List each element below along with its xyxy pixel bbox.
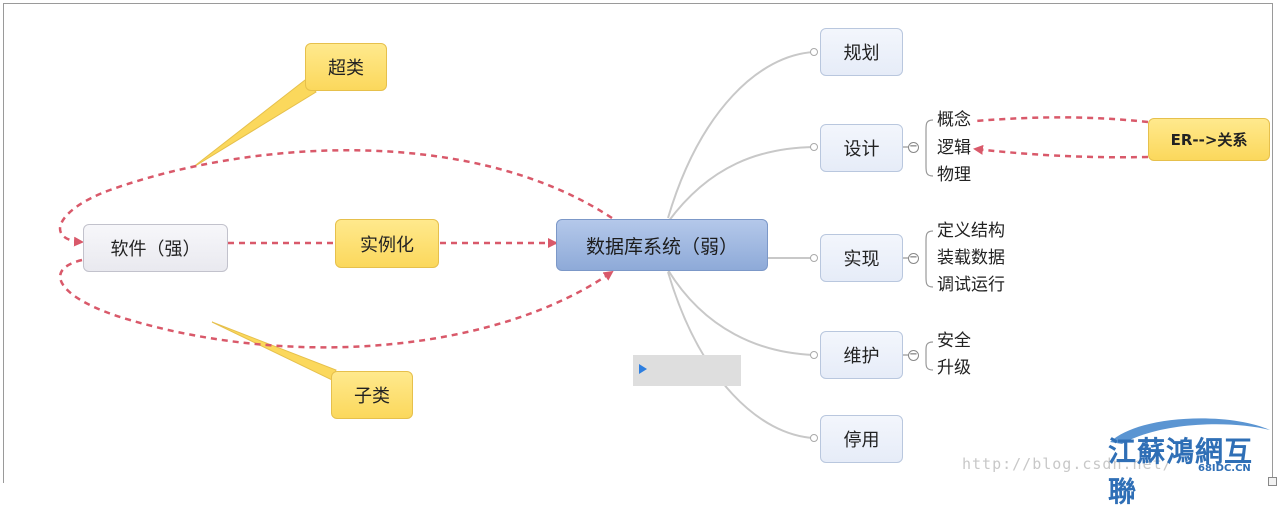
subitem-security[interactable]: 安全 — [937, 331, 971, 351]
watermark-url: http://blog.csdn.net/ — [962, 455, 1173, 473]
node-label: 停用 — [843, 430, 880, 451]
logo-name: 江蘇鴻網互聯 — [1108, 435, 1254, 508]
branch-dot — [810, 434, 818, 442]
branch-dot — [810, 351, 818, 359]
node-label: 维护 — [843, 346, 880, 367]
node-subclass[interactable]: 子类 — [331, 371, 413, 419]
branch-design — [667, 146, 815, 223]
node-software[interactable]: 软件（强） — [83, 224, 228, 272]
node-label: 软件（强） — [110, 239, 201, 260]
mindmap-canvas: 数据库系统（弱） 软件（强） 实例化 超类 子类 规划 设计 实现 维护 停用 … — [3, 3, 1278, 508]
subitem-logic[interactable]: 逻辑 — [937, 138, 971, 158]
node-database-system[interactable]: 数据库系统（弱） — [556, 219, 768, 271]
node-label: 超类 — [328, 58, 364, 79]
node-superclass[interactable]: 超类 — [305, 43, 387, 91]
subitem-debug-run[interactable]: 调试运行 — [937, 275, 1005, 295]
subitem-load-data[interactable]: 装载数据 — [937, 248, 1005, 268]
node-implementation[interactable]: 实现 — [820, 234, 903, 282]
resize-corner-icon[interactable] — [1268, 477, 1277, 486]
node-planning[interactable]: 规划 — [820, 28, 903, 76]
collapse-design-toggle[interactable]: − — [908, 141, 919, 153]
branch-dot — [810, 48, 818, 56]
subitem-define-structure[interactable]: 定义结构 — [937, 221, 1005, 241]
subitem-physical[interactable]: 物理 — [937, 165, 971, 185]
node-label: 实现 — [843, 249, 880, 270]
logo-domain: 68IDC.CN — [1198, 463, 1251, 474]
connection-layer — [58, 48, 1149, 442]
er-to-concept-link — [974, 116, 1149, 124]
scroll-right-arrow-icon[interactable] — [639, 364, 647, 374]
node-retirement[interactable]: 停用 — [820, 415, 903, 463]
node-label: 数据库系统（弱） — [585, 235, 738, 258]
collapse-maintenance-toggle[interactable]: − — [908, 349, 919, 361]
node-label: 实例化 — [360, 234, 414, 256]
site-logo: 江蘇鴻網互聯 68IDC.CN — [1100, 412, 1278, 508]
branch-retirement — [667, 271, 815, 439]
node-label: ER-->关系 — [1170, 131, 1248, 149]
branch-planning — [667, 51, 815, 219]
upper-arc-link — [58, 149, 613, 247]
node-er-relation[interactable]: ER-->关系 — [1148, 118, 1270, 161]
node-design[interactable]: 设计 — [820, 124, 903, 172]
subitem-concept[interactable]: 概念 — [937, 110, 971, 130]
subclass-callout-wedge — [211, 321, 337, 381]
canvas-frame — [3, 3, 1273, 483]
collapse-implementation-toggle[interactable]: − — [908, 252, 919, 264]
node-instantiate[interactable]: 实例化 — [335, 219, 439, 268]
subitem-upgrade[interactable]: 升级 — [937, 358, 971, 378]
node-label: 规划 — [843, 43, 880, 64]
superclass-callout-wedge — [191, 79, 317, 169]
logo-swoosh-icon — [1110, 418, 1270, 444]
node-maintenance[interactable]: 维护 — [820, 331, 903, 379]
lower-arc-link — [59, 258, 614, 349]
node-label: 子类 — [354, 386, 390, 407]
branch-dot — [810, 254, 818, 262]
branch-maintenance — [667, 269, 815, 356]
er-to-logic-link — [973, 144, 1149, 159]
branch-dot — [810, 143, 818, 151]
horizontal-scrollbar[interactable] — [633, 355, 741, 386]
node-label: 设计 — [843, 139, 880, 160]
